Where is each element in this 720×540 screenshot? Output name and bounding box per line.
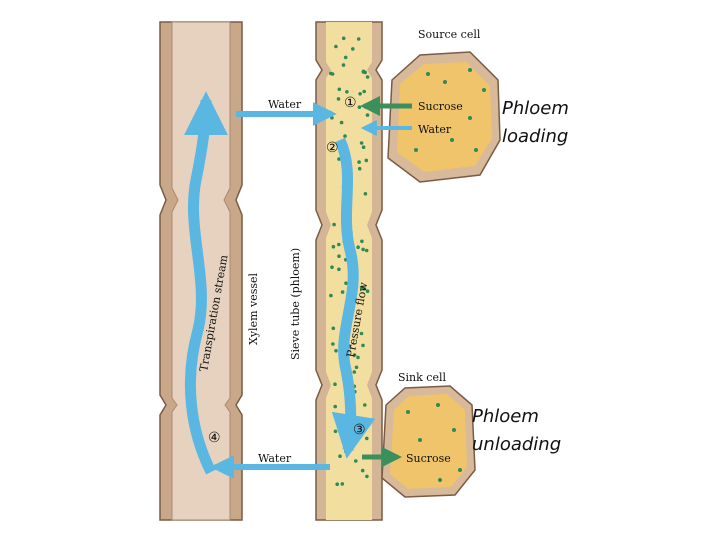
sucrose-dot <box>344 450 348 454</box>
sucrose-dot <box>332 327 336 331</box>
sucrose-dot <box>342 37 346 41</box>
step-4-marker: ④ <box>208 430 221 446</box>
sucrose-dot <box>338 88 342 92</box>
sucrose-dot <box>345 90 349 94</box>
sucrose-dot <box>333 382 337 386</box>
sucrose-dot <box>366 113 370 117</box>
sucrose-dot <box>365 159 369 163</box>
sucrose-dot <box>342 63 346 67</box>
sucrose-dot <box>351 47 355 51</box>
sucrose-dot <box>358 105 362 109</box>
sucrose-dot <box>361 469 365 473</box>
sucrose-dot <box>337 97 341 101</box>
sucrose-dot <box>333 405 337 409</box>
sucrose-dot <box>340 121 344 125</box>
sucrose-dot <box>334 45 338 49</box>
sucrose-dot <box>358 92 362 96</box>
sucrose-dot <box>360 240 364 244</box>
source-cell-interior <box>397 62 492 172</box>
phloem-unloading-label-line1: Phloem <box>472 406 539 427</box>
phloem-loading-label-line2: loading <box>502 126 568 147</box>
sucrose-dot <box>354 459 358 463</box>
sink-cell-label: Sink cell <box>398 371 446 384</box>
sucrose-dot <box>332 223 336 227</box>
step-3-marker: ③ <box>353 422 366 438</box>
sieve-tube-label: Sieve tube (phloem) <box>289 248 302 360</box>
sucrose-dot <box>332 245 336 249</box>
sucrose-dot <box>364 192 368 196</box>
sucrose-dot <box>360 141 364 145</box>
sucrose-dot <box>337 268 341 272</box>
sucrose-dot <box>329 294 333 298</box>
sucrose-dot <box>362 90 366 94</box>
phloem-loading-label-line1: Phloem <box>502 98 569 119</box>
sucrose-dot <box>365 249 369 253</box>
sucrose-in-label: Sucrose <box>418 100 463 113</box>
sucrose-dot <box>361 248 365 252</box>
sucrose-dot <box>341 482 345 486</box>
step-2-marker: ② <box>326 140 339 156</box>
water-in-label: Water <box>418 123 452 136</box>
sucrose-dot <box>344 281 348 285</box>
sucrose-dot <box>344 56 348 60</box>
sucrose-dot <box>331 342 335 346</box>
sucrose-dot <box>337 243 341 247</box>
sucrose-dot <box>330 265 334 269</box>
source-cell-label: Source cell <box>418 28 481 41</box>
water-top-label: Water <box>268 98 302 111</box>
phloem-unloading-label-line2: unloading <box>472 434 561 455</box>
sucrose-dot <box>355 366 359 370</box>
sucrose-dot <box>343 134 347 138</box>
sucrose-dot <box>331 72 335 76</box>
sucrose-dot <box>366 75 370 79</box>
sucrose-dot <box>357 160 361 164</box>
sucrose-dot <box>337 254 341 258</box>
xylem-vessel-label: Xylem vessel <box>247 272 260 345</box>
source-cell <box>388 52 500 182</box>
sucrose-dot <box>334 430 338 434</box>
sucrose-dot <box>362 70 366 74</box>
sucrose-dot <box>357 37 361 41</box>
sucrose-dot <box>335 482 339 486</box>
sink-cell-interior <box>390 394 467 489</box>
water-bottom-label: Water <box>258 452 292 465</box>
sucrose-dot <box>338 454 342 458</box>
sucrose-dot <box>358 167 362 171</box>
sucrose-dot <box>341 290 345 294</box>
sucrose-dot <box>353 370 357 374</box>
sucrose-dot <box>361 344 365 348</box>
sucrose-dot <box>362 145 366 149</box>
sucrose-dot <box>356 245 360 249</box>
sucrose-dot <box>363 403 367 407</box>
sink-cell <box>382 386 475 497</box>
sucrose-dot <box>365 475 369 479</box>
step-1-marker: ① <box>344 95 357 111</box>
sucrose-out-label: Sucrose <box>406 452 451 465</box>
sucrose-dot <box>334 349 338 353</box>
